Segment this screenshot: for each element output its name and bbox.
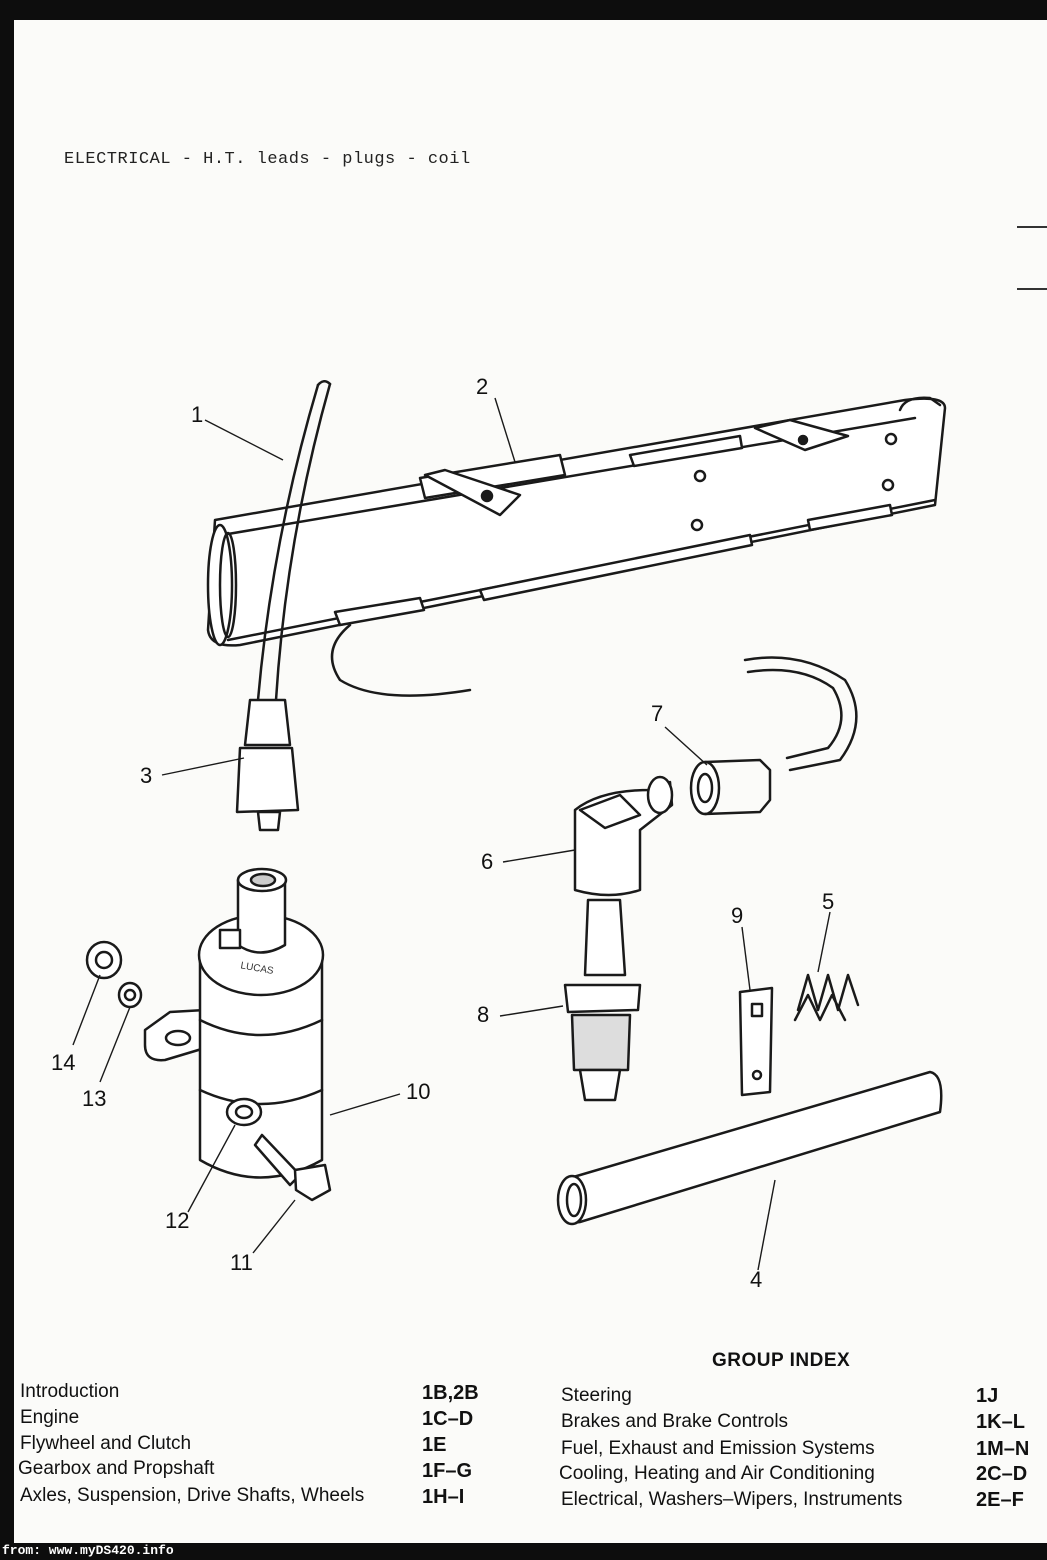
index-code-flywheel: 1E — [422, 1434, 447, 1456]
margin-rule — [1017, 288, 1047, 290]
callout-1: 1 — [191, 402, 203, 427]
index-entry-engine[interactable]: Engine — [20, 1407, 80, 1428]
callout-6: 6 — [481, 849, 493, 874]
group-index-heading: GROUP INDEX — [712, 1350, 851, 1371]
callout-14: 14 — [51, 1050, 75, 1075]
callout-11: 11 — [230, 1250, 253, 1275]
index-entry-flywheel[interactable]: Flywheel and Clutch — [20, 1433, 192, 1454]
source-footer: from: www.myDS420.info — [2, 1543, 174, 1558]
spark-plug-part-8 — [563, 898, 642, 1102]
callout-8: 8 — [477, 1002, 489, 1027]
callout-4: 4 — [750, 1267, 762, 1292]
index-entry-electrical[interactable]: Electrical, Washers–Wipers, Instruments — [561, 1489, 903, 1510]
leader-lines — [72, 397, 831, 1271]
index-entry-steering[interactable]: Steering — [561, 1385, 632, 1406]
ignition-coil-part-10 — [143, 867, 325, 1179]
index-entry-gearbox[interactable]: Gearbox and Propshaft — [18, 1458, 215, 1479]
callout-10: 10 — [406, 1079, 430, 1104]
lead-carrier-part-2 — [206, 396, 947, 647]
exploded-parts-diagram: LUCAS 1 2 3 4 5 6 7 8 9 — [51, 374, 947, 1292]
index-code-axles: 1H–I — [422, 1486, 465, 1508]
callout-13: 13 — [82, 1086, 106, 1111]
page-title: ELECTRICAL - H.T. leads - plugs - coil — [64, 150, 471, 169]
washer-part-13 — [117, 981, 143, 1009]
ht-lead-part-1 — [256, 382, 332, 702]
index-code-engine: 1C–D — [422, 1408, 474, 1430]
index-code-steering: 1J — [976, 1385, 999, 1407]
callout-7: 7 — [651, 701, 663, 726]
spring-clip-part-5 — [793, 973, 860, 1022]
callout-labels: 1 2 3 4 5 6 7 8 9 10 11 12 13 14 — [51, 374, 834, 1292]
nut-part-14 — [85, 940, 123, 980]
clip-strip-part-9 — [738, 986, 774, 1097]
index-code-fuel: 1M–N — [976, 1438, 1030, 1460]
plug-cap-part-6 — [573, 775, 674, 897]
lead-segment — [743, 656, 858, 772]
lead-segment — [330, 623, 472, 697]
callout-9: 9 — [731, 903, 743, 928]
callout-3: 3 — [140, 763, 152, 788]
index-entry-fuel[interactable]: Fuel, Exhaust and Emission Systems — [561, 1438, 875, 1459]
margin-rule — [1017, 226, 1047, 228]
callout-12: 12 — [165, 1208, 189, 1233]
index-code-gearbox: 1F–G — [422, 1460, 473, 1482]
lead-connector-part-3 — [235, 698, 300, 832]
index-code-electrical: 2E–F — [976, 1489, 1024, 1511]
manual-page: ELECTRICAL - H.T. leads - plugs - coil — [14, 20, 1047, 1543]
callout-5: 5 — [822, 889, 834, 914]
sleeve-part-4 — [556, 1070, 943, 1226]
index-entry-brakes[interactable]: Brakes and Brake Controls — [561, 1411, 789, 1432]
index-entry-axles[interactable]: Axles, Suspension, Drive Shafts, Wheels — [20, 1485, 365, 1506]
index-entry-cooling[interactable]: Cooling, Heating and Air Conditioning — [559, 1463, 875, 1484]
cap-insert-part-7 — [689, 758, 772, 816]
index-code-brakes: 1K–L — [976, 1411, 1025, 1433]
callout-2: 2 — [476, 374, 488, 399]
index-entry-introduction[interactable]: Introduction — [20, 1381, 120, 1402]
index-code-introduction: 1B,2B — [422, 1382, 479, 1404]
bolt-part-11 — [253, 1133, 332, 1202]
index-code-cooling: 2C–D — [976, 1463, 1028, 1485]
